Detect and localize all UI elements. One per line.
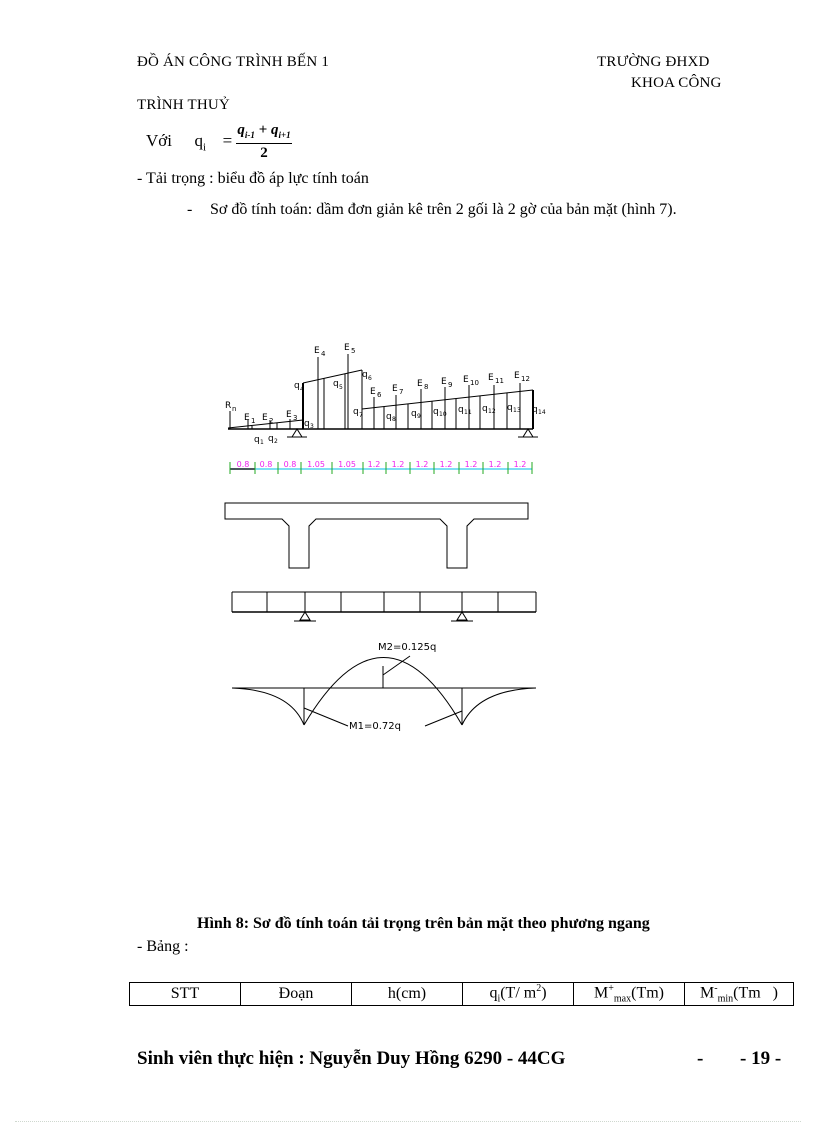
header-university: TRƯỜNG ĐHXD bbox=[597, 54, 710, 70]
formula-equals: = bbox=[222, 130, 233, 150]
header-faculty: KHOA CÔNG bbox=[631, 75, 722, 91]
svg-text:E: E bbox=[262, 413, 268, 423]
page-bottom-border bbox=[15, 1121, 801, 1122]
svg-text:n: n bbox=[232, 405, 236, 413]
svg-text:E: E bbox=[314, 346, 320, 356]
svg-text:0.8: 0.8 bbox=[237, 460, 250, 469]
svg-text:8: 8 bbox=[392, 416, 396, 423]
svg-text:q: q bbox=[482, 404, 488, 414]
svg-text:1.05: 1.05 bbox=[338, 460, 356, 469]
svg-text:q: q bbox=[433, 407, 439, 417]
svg-text:12: 12 bbox=[521, 375, 530, 383]
svg-text:10: 10 bbox=[470, 379, 479, 387]
svg-text:q: q bbox=[333, 379, 339, 389]
formula: Với qi = qi-1 + qi+1 2 bbox=[146, 122, 292, 162]
svg-text:6: 6 bbox=[368, 375, 372, 382]
svg-text:1.05: 1.05 bbox=[307, 460, 325, 469]
header-m-max: M+max(Tm) bbox=[573, 982, 685, 1006]
svg-text:0.8: 0.8 bbox=[284, 460, 297, 469]
header-faculty-continued: TRÌNH THUỶ bbox=[137, 97, 230, 113]
svg-text:1.2: 1.2 bbox=[489, 460, 502, 469]
footer-student: Sinh viên thực hiện : Nguyễn Duy Hồng 62… bbox=[137, 1048, 566, 1069]
table-header-row: STT Đoạn h(cm) qi(T/ m2) M+max(Tm) M-min… bbox=[129, 982, 794, 1006]
svg-text:q: q bbox=[458, 405, 464, 415]
svg-text:q: q bbox=[362, 370, 368, 380]
svg-text:E: E bbox=[514, 371, 520, 381]
svg-text:E: E bbox=[244, 413, 250, 423]
svg-text:2: 2 bbox=[274, 438, 278, 445]
svg-text:1.2: 1.2 bbox=[392, 460, 405, 469]
svg-text:8: 8 bbox=[424, 383, 428, 391]
svg-text:10: 10 bbox=[439, 411, 447, 418]
svg-text:q: q bbox=[532, 405, 538, 415]
formula-lhs: qi bbox=[194, 130, 207, 154]
header-project-title: ĐỒ ÁN CÔNG TRÌNH BẾN 1 bbox=[137, 54, 330, 70]
formula-numerator: qi-1 + qi+1 bbox=[236, 122, 292, 144]
svg-text:1: 1 bbox=[251, 417, 255, 425]
svg-text:3: 3 bbox=[293, 414, 297, 422]
svg-text:E: E bbox=[441, 377, 447, 387]
svg-text:1.2: 1.2 bbox=[465, 460, 478, 469]
table-intro: - Bảng : bbox=[137, 938, 189, 955]
svg-text:12: 12 bbox=[488, 408, 496, 415]
formula-prefix: Với bbox=[146, 130, 172, 150]
svg-text:E: E bbox=[392, 384, 398, 394]
svg-text:5: 5 bbox=[351, 347, 355, 355]
svg-text:1.2: 1.2 bbox=[416, 460, 429, 469]
scheme-bullet: - bbox=[187, 201, 193, 218]
figure-caption: Hình 8: Sơ đồ tính toán tải trọng trên b… bbox=[197, 915, 650, 932]
header-m-min: M-min(Tm ) bbox=[684, 982, 794, 1006]
formula-denominator: 2 bbox=[260, 145, 268, 161]
svg-text:9: 9 bbox=[417, 413, 421, 420]
svg-text:E: E bbox=[370, 387, 376, 397]
svg-text:7: 7 bbox=[399, 388, 403, 396]
formula-fraction: qi-1 + qi+1 2 bbox=[236, 122, 292, 162]
svg-text:4: 4 bbox=[300, 386, 304, 393]
footer-page-number: - 19 - bbox=[740, 1048, 782, 1069]
svg-text:q: q bbox=[304, 419, 310, 429]
svg-text:7: 7 bbox=[359, 412, 363, 419]
svg-text:11: 11 bbox=[464, 409, 472, 416]
svg-text:3: 3 bbox=[310, 423, 314, 430]
footer-dash: - bbox=[697, 1048, 704, 1069]
moment-label-m2: M2=0.125q bbox=[378, 642, 436, 653]
svg-text:5: 5 bbox=[339, 384, 343, 391]
svg-text:E: E bbox=[463, 375, 469, 385]
svg-text:R: R bbox=[225, 401, 231, 411]
svg-text:9: 9 bbox=[448, 381, 452, 389]
svg-text:13: 13 bbox=[513, 407, 521, 414]
svg-text:q: q bbox=[353, 407, 359, 417]
svg-text:2: 2 bbox=[269, 417, 273, 425]
svg-text:q: q bbox=[411, 409, 417, 419]
moment-label-m1: M1=0.72q bbox=[349, 721, 401, 732]
svg-text:4: 4 bbox=[321, 350, 326, 358]
header-doan: Đoạn bbox=[240, 982, 352, 1006]
svg-text:E: E bbox=[286, 410, 292, 420]
svg-text:1: 1 bbox=[260, 439, 264, 446]
svg-text:14: 14 bbox=[538, 409, 546, 416]
svg-text:q: q bbox=[507, 403, 513, 413]
svg-text:0.8: 0.8 bbox=[260, 460, 273, 469]
svg-text:1.2: 1.2 bbox=[368, 460, 381, 469]
svg-text:1.2: 1.2 bbox=[440, 460, 453, 469]
svg-text:q: q bbox=[386, 412, 392, 422]
scheme-paragraph: Sơ đồ tính toán: dầm đơn giản kê trên 2 … bbox=[210, 201, 677, 218]
svg-text:q: q bbox=[268, 434, 274, 444]
svg-text:11: 11 bbox=[495, 377, 504, 385]
svg-text:q: q bbox=[294, 381, 300, 391]
svg-text:6: 6 bbox=[377, 391, 382, 399]
svg-text:E: E bbox=[488, 373, 494, 383]
svg-text:E: E bbox=[417, 379, 423, 389]
svg-text:E: E bbox=[344, 343, 350, 353]
svg-text:1.2: 1.2 bbox=[514, 460, 527, 469]
header-q: qi(T/ m2) bbox=[462, 982, 574, 1006]
results-table: STT Đoạn h(cm) qi(T/ m2) M+max(Tm) M-min… bbox=[129, 982, 794, 1006]
header-stt: STT bbox=[129, 982, 241, 1006]
header-h: h(cm) bbox=[351, 982, 463, 1006]
load-paragraph: - Tải trọng : biểu đồ áp lực tính toán bbox=[137, 170, 369, 187]
svg-text:q: q bbox=[254, 435, 260, 445]
